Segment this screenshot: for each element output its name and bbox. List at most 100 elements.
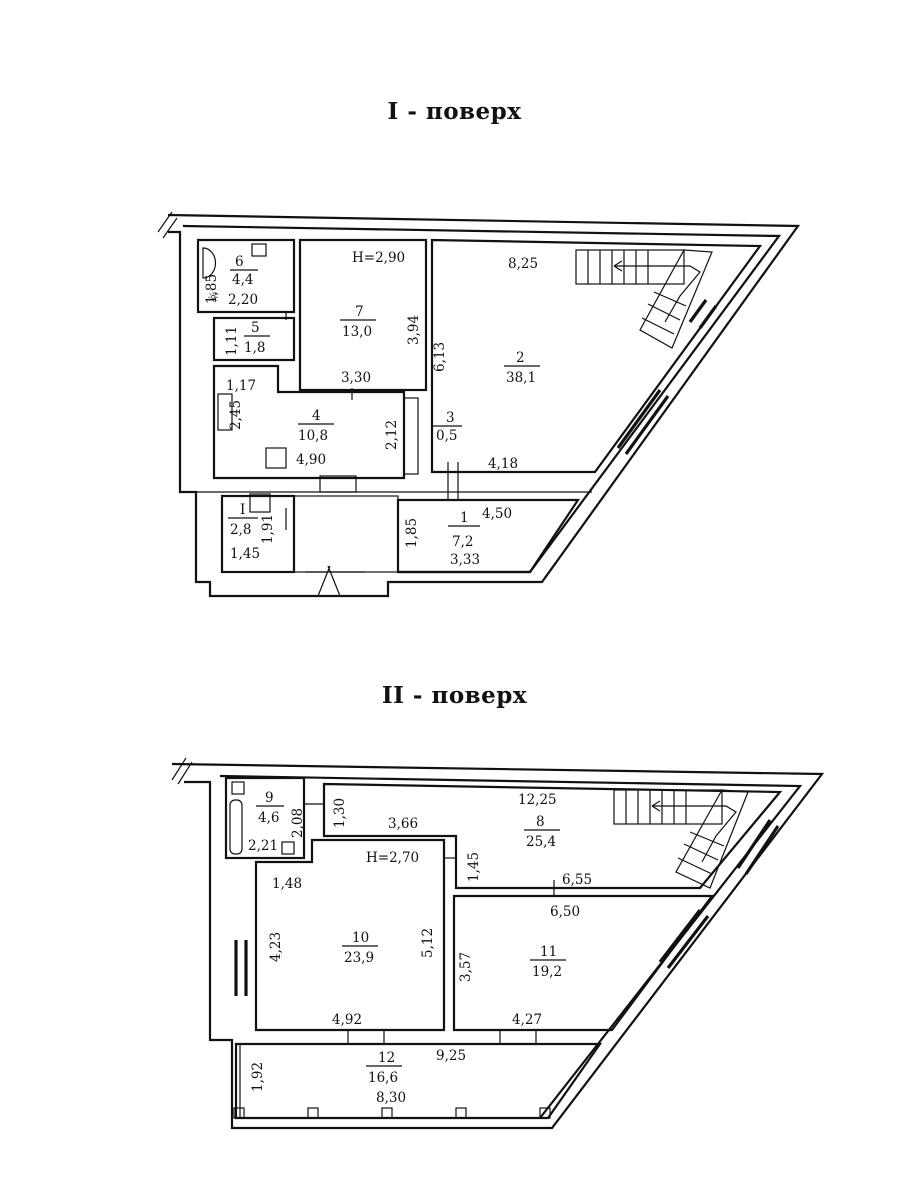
room-12-area: 16,6 (368, 1070, 398, 1086)
dimension: 1,11 (224, 326, 240, 356)
dimension: 1,45 (466, 852, 482, 882)
dimension: 3,94 (406, 315, 422, 345)
window (736, 819, 780, 875)
room-10-walls (254, 838, 446, 1032)
staircase-floor-2 (613, 789, 749, 889)
room-7-walls (298, 238, 428, 392)
column (307, 1107, 319, 1119)
room-12-walls (234, 1042, 603, 1120)
room-8-area: 25,4 (526, 834, 556, 850)
dimension: 3,33 (450, 552, 480, 568)
dimension: 2,08 (290, 808, 306, 838)
sink-icon (265, 447, 287, 469)
room-9-number: 9 (265, 790, 274, 806)
dimension: 3,30 (341, 370, 371, 386)
stove-icon (217, 393, 233, 431)
dimension: 4,90 (296, 452, 326, 468)
window (658, 909, 710, 969)
room-2-walls (430, 238, 763, 474)
dimension: 9,25 (436, 1048, 466, 1064)
dimension: 4,50 (482, 506, 512, 522)
room-6-area: 4,4 (232, 272, 253, 288)
room-I-area: 2,8 (230, 522, 251, 538)
room-5-number: 5 (251, 320, 260, 336)
wall-break-mark (171, 757, 187, 781)
floor-1-title: I - поверх (387, 98, 522, 125)
dimension: 6,55 (562, 872, 592, 888)
dimension: 2,45 (228, 400, 244, 430)
wall-break-mark (162, 217, 178, 239)
floor-1-plan: ☼ (157, 211, 801, 598)
floor-2-outer-wall (171, 762, 825, 1130)
hall-walls (293, 495, 399, 573)
staircase-floor-1 (575, 249, 713, 349)
bathtub-icon (229, 799, 243, 855)
room-10-area: 23,9 (344, 950, 374, 966)
room-10-number: 10 (352, 930, 369, 946)
sink-icon (251, 243, 267, 257)
room-11-walls (452, 894, 715, 1032)
dimension: 4,92 (332, 1012, 362, 1028)
dimension: 1,85 (204, 274, 220, 304)
room-11-area: 19,2 (532, 964, 562, 980)
column (381, 1107, 393, 1119)
room-12-number: 12 (378, 1050, 395, 1066)
window (616, 389, 670, 455)
room-11-number: 11 (540, 944, 557, 960)
dimension: 2,20 (228, 292, 258, 308)
floor-1-height-label: H=2,90 (352, 250, 405, 266)
room-2-number: 2 (516, 350, 525, 366)
room-8-number: 8 (536, 814, 545, 830)
dimension: 1,92 (250, 1062, 266, 1092)
room-4-area: 10,8 (298, 428, 328, 444)
dimension: 4,23 (268, 932, 284, 962)
room-9-walls (224, 776, 306, 860)
toilet-icon (281, 841, 295, 855)
floor-1-outer-wall (167, 213, 801, 598)
dimension: 1,30 (332, 798, 348, 828)
floor-2-height-label: H=2,70 (366, 850, 419, 866)
column (539, 1107, 551, 1119)
wall-break-mark (177, 761, 193, 785)
room-1-number: 1 (460, 510, 469, 526)
room-7-area: 13,0 (342, 324, 372, 340)
room-3-area: 0,5 (436, 428, 457, 444)
dimension: 6,13 (432, 342, 448, 372)
dimension: 1,91 (260, 514, 276, 544)
dimension: 4,18 (488, 456, 518, 472)
floor-2-plan: H=2,70 9 4,6 8 25,4 10 23,9 11 19,2 12 1… (171, 757, 825, 1130)
dimension: 2,21 (248, 838, 278, 854)
column (455, 1107, 467, 1119)
dimension: 1,48 (272, 876, 302, 892)
room-4-number: 4 (312, 408, 321, 424)
toilet-icon (249, 493, 271, 513)
dimension: 8,25 (508, 256, 538, 272)
room-8-walls (322, 782, 783, 890)
door (347, 1029, 385, 1045)
room-6-walls (196, 238, 296, 314)
door (319, 475, 357, 493)
room-3-walls (403, 397, 419, 475)
dimension: 1,85 (404, 518, 420, 548)
room-5-walls (212, 316, 296, 362)
room-5-area: 1,8 (244, 340, 265, 356)
entrance-door (305, 565, 365, 597)
dimension: 3,57 (458, 952, 474, 982)
room-2-area: 38,1 (506, 370, 536, 386)
lamp-icon: ☼ (207, 290, 219, 306)
dimension: 4,27 (512, 1012, 542, 1028)
sink-icon (231, 781, 245, 795)
dimension: 12,25 (518, 792, 557, 808)
room-4-walls (212, 364, 406, 480)
dimension: 1,45 (230, 546, 260, 562)
room-I-number: I (240, 502, 245, 518)
dimension: 2,12 (384, 420, 400, 450)
wall-break-mark (157, 211, 173, 233)
room-1-area: 7,2 (452, 534, 473, 550)
dimension: 8,30 (376, 1090, 406, 1106)
door (499, 1029, 537, 1045)
dimension: 1,17 (226, 378, 256, 394)
toilet-icon (202, 247, 217, 279)
room-6-number: 6 (235, 254, 244, 270)
